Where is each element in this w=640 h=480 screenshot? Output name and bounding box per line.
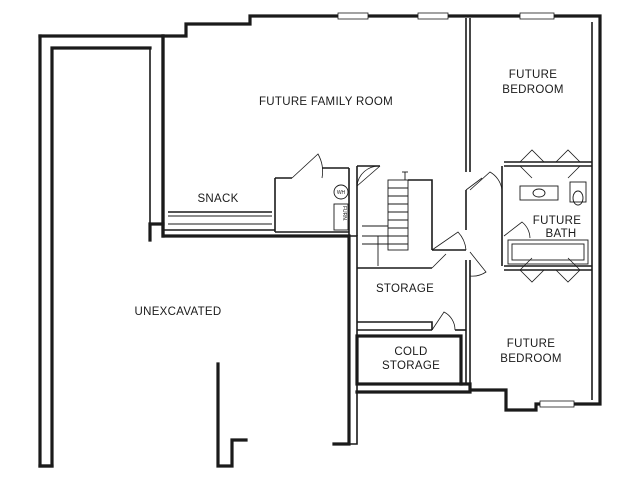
exterior-walls: [38, 14, 602, 468]
furnace-symbol: [333, 203, 349, 231]
mechanical-equipment: WH FURN.: [333, 184, 349, 231]
room-labels: FUTURE FAMILY ROOM FUTURE BEDROOM FUTURE…: [134, 69, 581, 372]
furnace-label: FURN.: [341, 206, 347, 221]
bedroom-bottom-label-line1: FUTURE: [507, 338, 555, 350]
water-heater-label: WH: [337, 190, 346, 196]
doors: [291, 149, 581, 331]
unexcavated-label: UNEXCAVATED: [134, 306, 221, 318]
cold-storage-label-line1: COLD: [394, 346, 427, 358]
storage-label: STORAGE: [376, 283, 434, 295]
bedroom-bottom-label-line2: BEDROOM: [500, 353, 562, 365]
cold-storage-label-line2: STORAGE: [382, 360, 440, 372]
water-heater-symbol: [333, 184, 349, 200]
bath-fixtures: [507, 181, 589, 265]
bath-label-line1: FUTURE: [533, 215, 581, 227]
family-room-label: FUTURE FAMILY ROOM: [259, 96, 393, 108]
windows: [337, 12, 575, 408]
stairs: [362, 171, 409, 266]
snack-label: SNACK: [197, 193, 238, 205]
bath-label-line2: BATH: [545, 228, 576, 240]
bedroom-top-label-line1: FUTURE: [509, 69, 557, 81]
interior-walls: [163, 18, 592, 386]
bedroom-top-label-line2: BEDROOM: [502, 84, 564, 96]
